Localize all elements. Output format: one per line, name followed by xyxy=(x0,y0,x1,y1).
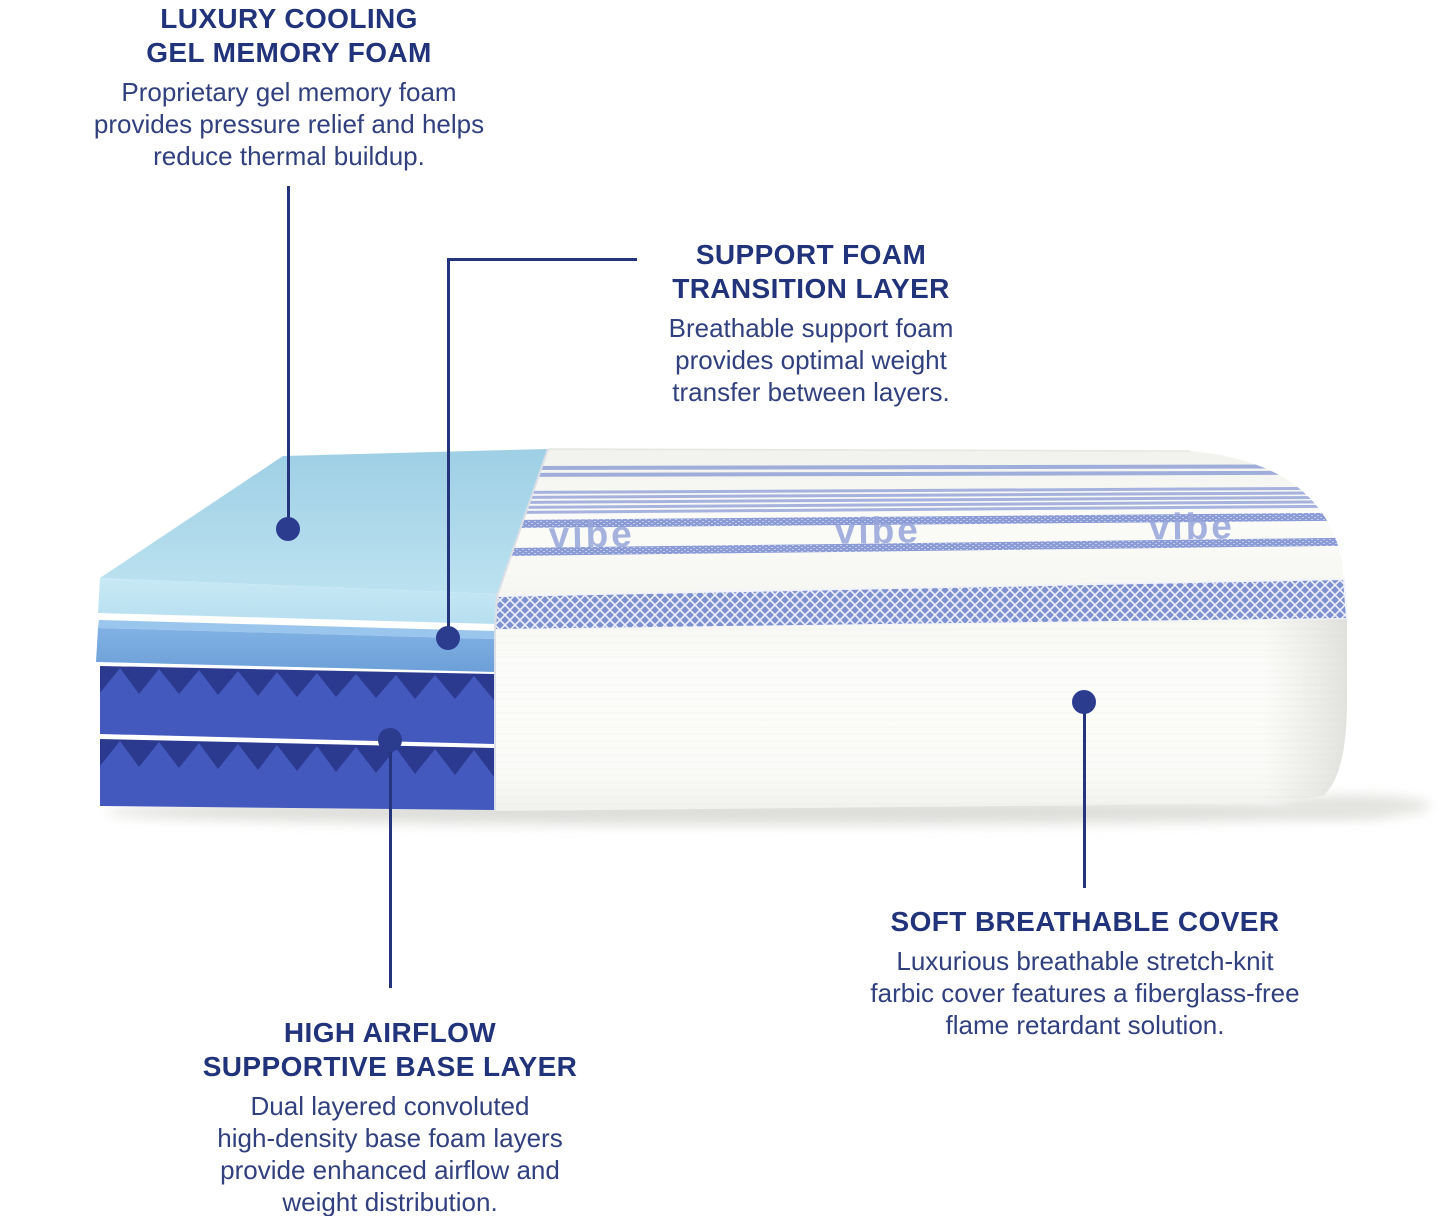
gel-front-face xyxy=(98,578,497,624)
stripe xyxy=(504,470,1344,477)
callout-body: Luxurious breathable stretch-knit farbic… xyxy=(835,945,1335,1041)
callout-title: SUPPORT FOAM TRANSITION LAYER xyxy=(561,238,1061,306)
callout-dot-support xyxy=(436,626,460,650)
callout-gel-memory-foam: LUXURY COOLING GEL MEMORY FOAM Proprieta… xyxy=(39,2,539,172)
support-top-face xyxy=(98,620,496,639)
callout-body: Proprietary gel memory foam provides pre… xyxy=(39,76,539,172)
base-layer-1-convolute xyxy=(100,668,494,744)
support-foam-layer xyxy=(96,620,496,672)
stripe xyxy=(504,504,1344,514)
callout-line-support-horizontal xyxy=(447,258,637,261)
callout-dot-base xyxy=(378,728,402,752)
callout-body-line: Luxurious breathable stretch-knit xyxy=(896,946,1274,976)
callout-body-line: weight distribution. xyxy=(282,1187,498,1216)
base-layer-2-convolute xyxy=(100,741,494,810)
callout-body-line: reduce thermal buildup. xyxy=(153,141,425,171)
callout-line-support-vertical xyxy=(447,258,450,636)
callout-body-line: provides pressure relief and helps xyxy=(93,109,485,139)
callout-dot-gel xyxy=(276,517,300,541)
callout-body-line: Breathable support foam xyxy=(668,313,954,343)
stripe-textured xyxy=(504,537,1344,556)
cover-back-edge xyxy=(547,448,1191,452)
vibe-logo: vibe xyxy=(1149,505,1236,547)
callout-title-line: SOFT BREATHABLE COVER xyxy=(890,906,1280,937)
cover-stripes: vibe vibe vibe xyxy=(504,464,1344,556)
callout-title: SOFT BREATHABLE COVER xyxy=(835,905,1335,939)
callout-title-line: SUPPORT FOAM xyxy=(695,239,927,270)
stripe xyxy=(504,486,1344,494)
cover-front-texture xyxy=(495,619,1347,811)
callout-title: HIGH AIRFLOW SUPPORTIVE BASE LAYER xyxy=(140,1016,640,1084)
callout-base-layer: HIGH AIRFLOW SUPPORTIVE BASE LAYER Dual … xyxy=(140,1016,640,1216)
callout-body-line: provides optimal weight xyxy=(675,345,947,375)
stripe xyxy=(504,500,1344,509)
callout-body-line: transfer between layers. xyxy=(672,377,950,407)
callout-title-line: LUXURY COOLING xyxy=(160,3,418,34)
stripe-textured xyxy=(504,512,1344,528)
stripe xyxy=(504,491,1344,499)
callout-line-cover xyxy=(1083,712,1086,888)
callout-title-line: HIGH AIRFLOW xyxy=(283,1017,497,1048)
gel-memory-foam-layer xyxy=(98,449,548,624)
stripe xyxy=(504,495,1344,504)
base-foam-layers xyxy=(100,666,494,810)
callout-title-line: SUPPORTIVE BASE LAYER xyxy=(202,1051,578,1082)
callout-dot-cover xyxy=(1072,690,1096,714)
vibe-logo: vibe xyxy=(548,513,635,556)
callout-body-line: flame retardant solution. xyxy=(945,1010,1225,1040)
callout-body-line: Dual layered convoluted xyxy=(250,1091,530,1121)
callout-body-line: high-density base foam layers xyxy=(217,1123,563,1153)
callout-body: Breathable support foam provides optimal… xyxy=(561,312,1061,408)
callout-body-line: farbic cover features a fiberglass-free xyxy=(870,978,1300,1008)
callout-line-gel xyxy=(287,186,290,529)
callout-title-line: TRANSITION LAYER xyxy=(672,273,950,304)
callout-body: Dual layered convoluted high-density bas… xyxy=(140,1090,640,1216)
callout-title-line: GEL MEMORY FOAM xyxy=(146,37,432,68)
cover-edge-seam xyxy=(494,448,549,811)
support-front-face xyxy=(96,628,496,672)
callout-body-line: Proprietary gel memory foam xyxy=(121,77,457,107)
vibe-logo: vibe xyxy=(834,509,921,551)
callout-title: LUXURY COOLING GEL MEMORY FOAM xyxy=(39,2,539,70)
callout-body-line: provide enhanced airflow and xyxy=(220,1155,560,1185)
callout-line-base xyxy=(389,750,392,988)
callout-support-foam: SUPPORT FOAM TRANSITION LAYER Breathable… xyxy=(561,238,1061,408)
gel-top-face xyxy=(100,449,548,594)
mattress-cover: vibe vibe vibe xyxy=(493,448,1349,811)
callout-cover: SOFT BREATHABLE COVER Luxurious breathab… xyxy=(835,905,1335,1041)
stripe xyxy=(504,464,1344,470)
